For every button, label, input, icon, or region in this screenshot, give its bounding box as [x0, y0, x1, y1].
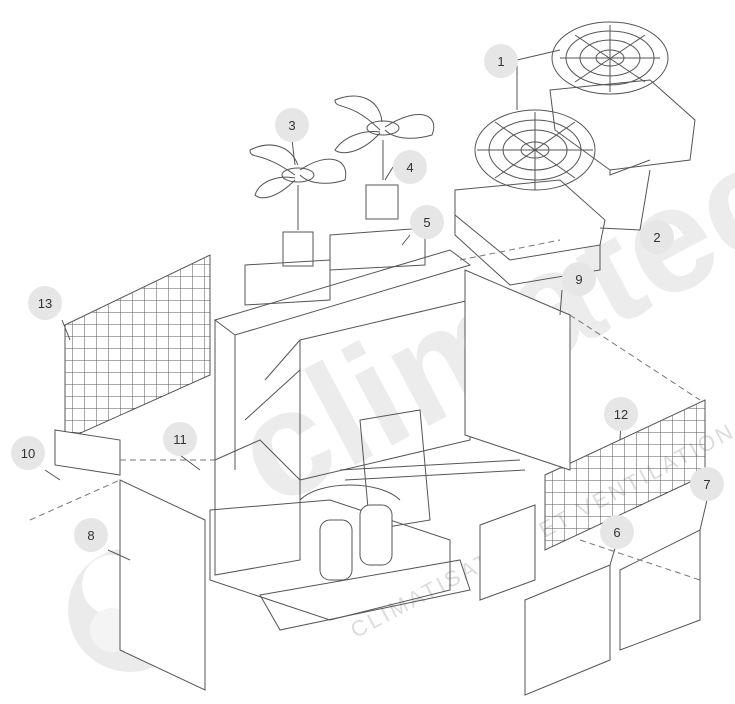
- callout-5: 5: [410, 205, 444, 239]
- callout-4: 4: [393, 150, 427, 184]
- callout-1: 1: [484, 44, 518, 78]
- callout-13: 13: [28, 286, 62, 320]
- fan-blades: [249, 95, 435, 267]
- callout-3: 3: [275, 108, 309, 142]
- callout-10: 10: [11, 436, 45, 470]
- compressors: [299, 484, 401, 581]
- callout-6: 6: [600, 515, 634, 549]
- callout-2: 2: [640, 220, 674, 254]
- unit-chassis: [209, 227, 526, 631]
- panel-back: [464, 269, 571, 471]
- assembly-lines: [29, 239, 701, 581]
- callout-12: 12: [604, 397, 638, 431]
- electrical-box: [479, 504, 536, 601]
- callout-7: 7: [690, 467, 724, 501]
- panel-side-inner: [54, 429, 121, 476]
- panel-front-7: [619, 529, 701, 651]
- fan-guard-assembly: [454, 21, 696, 286]
- grille-left: [64, 254, 211, 441]
- panel-front-6: [524, 564, 611, 696]
- callout-11: 11: [163, 422, 197, 456]
- panel-side-left: [119, 479, 206, 691]
- callout-8: 8: [74, 518, 108, 552]
- callout-9: 9: [562, 262, 596, 296]
